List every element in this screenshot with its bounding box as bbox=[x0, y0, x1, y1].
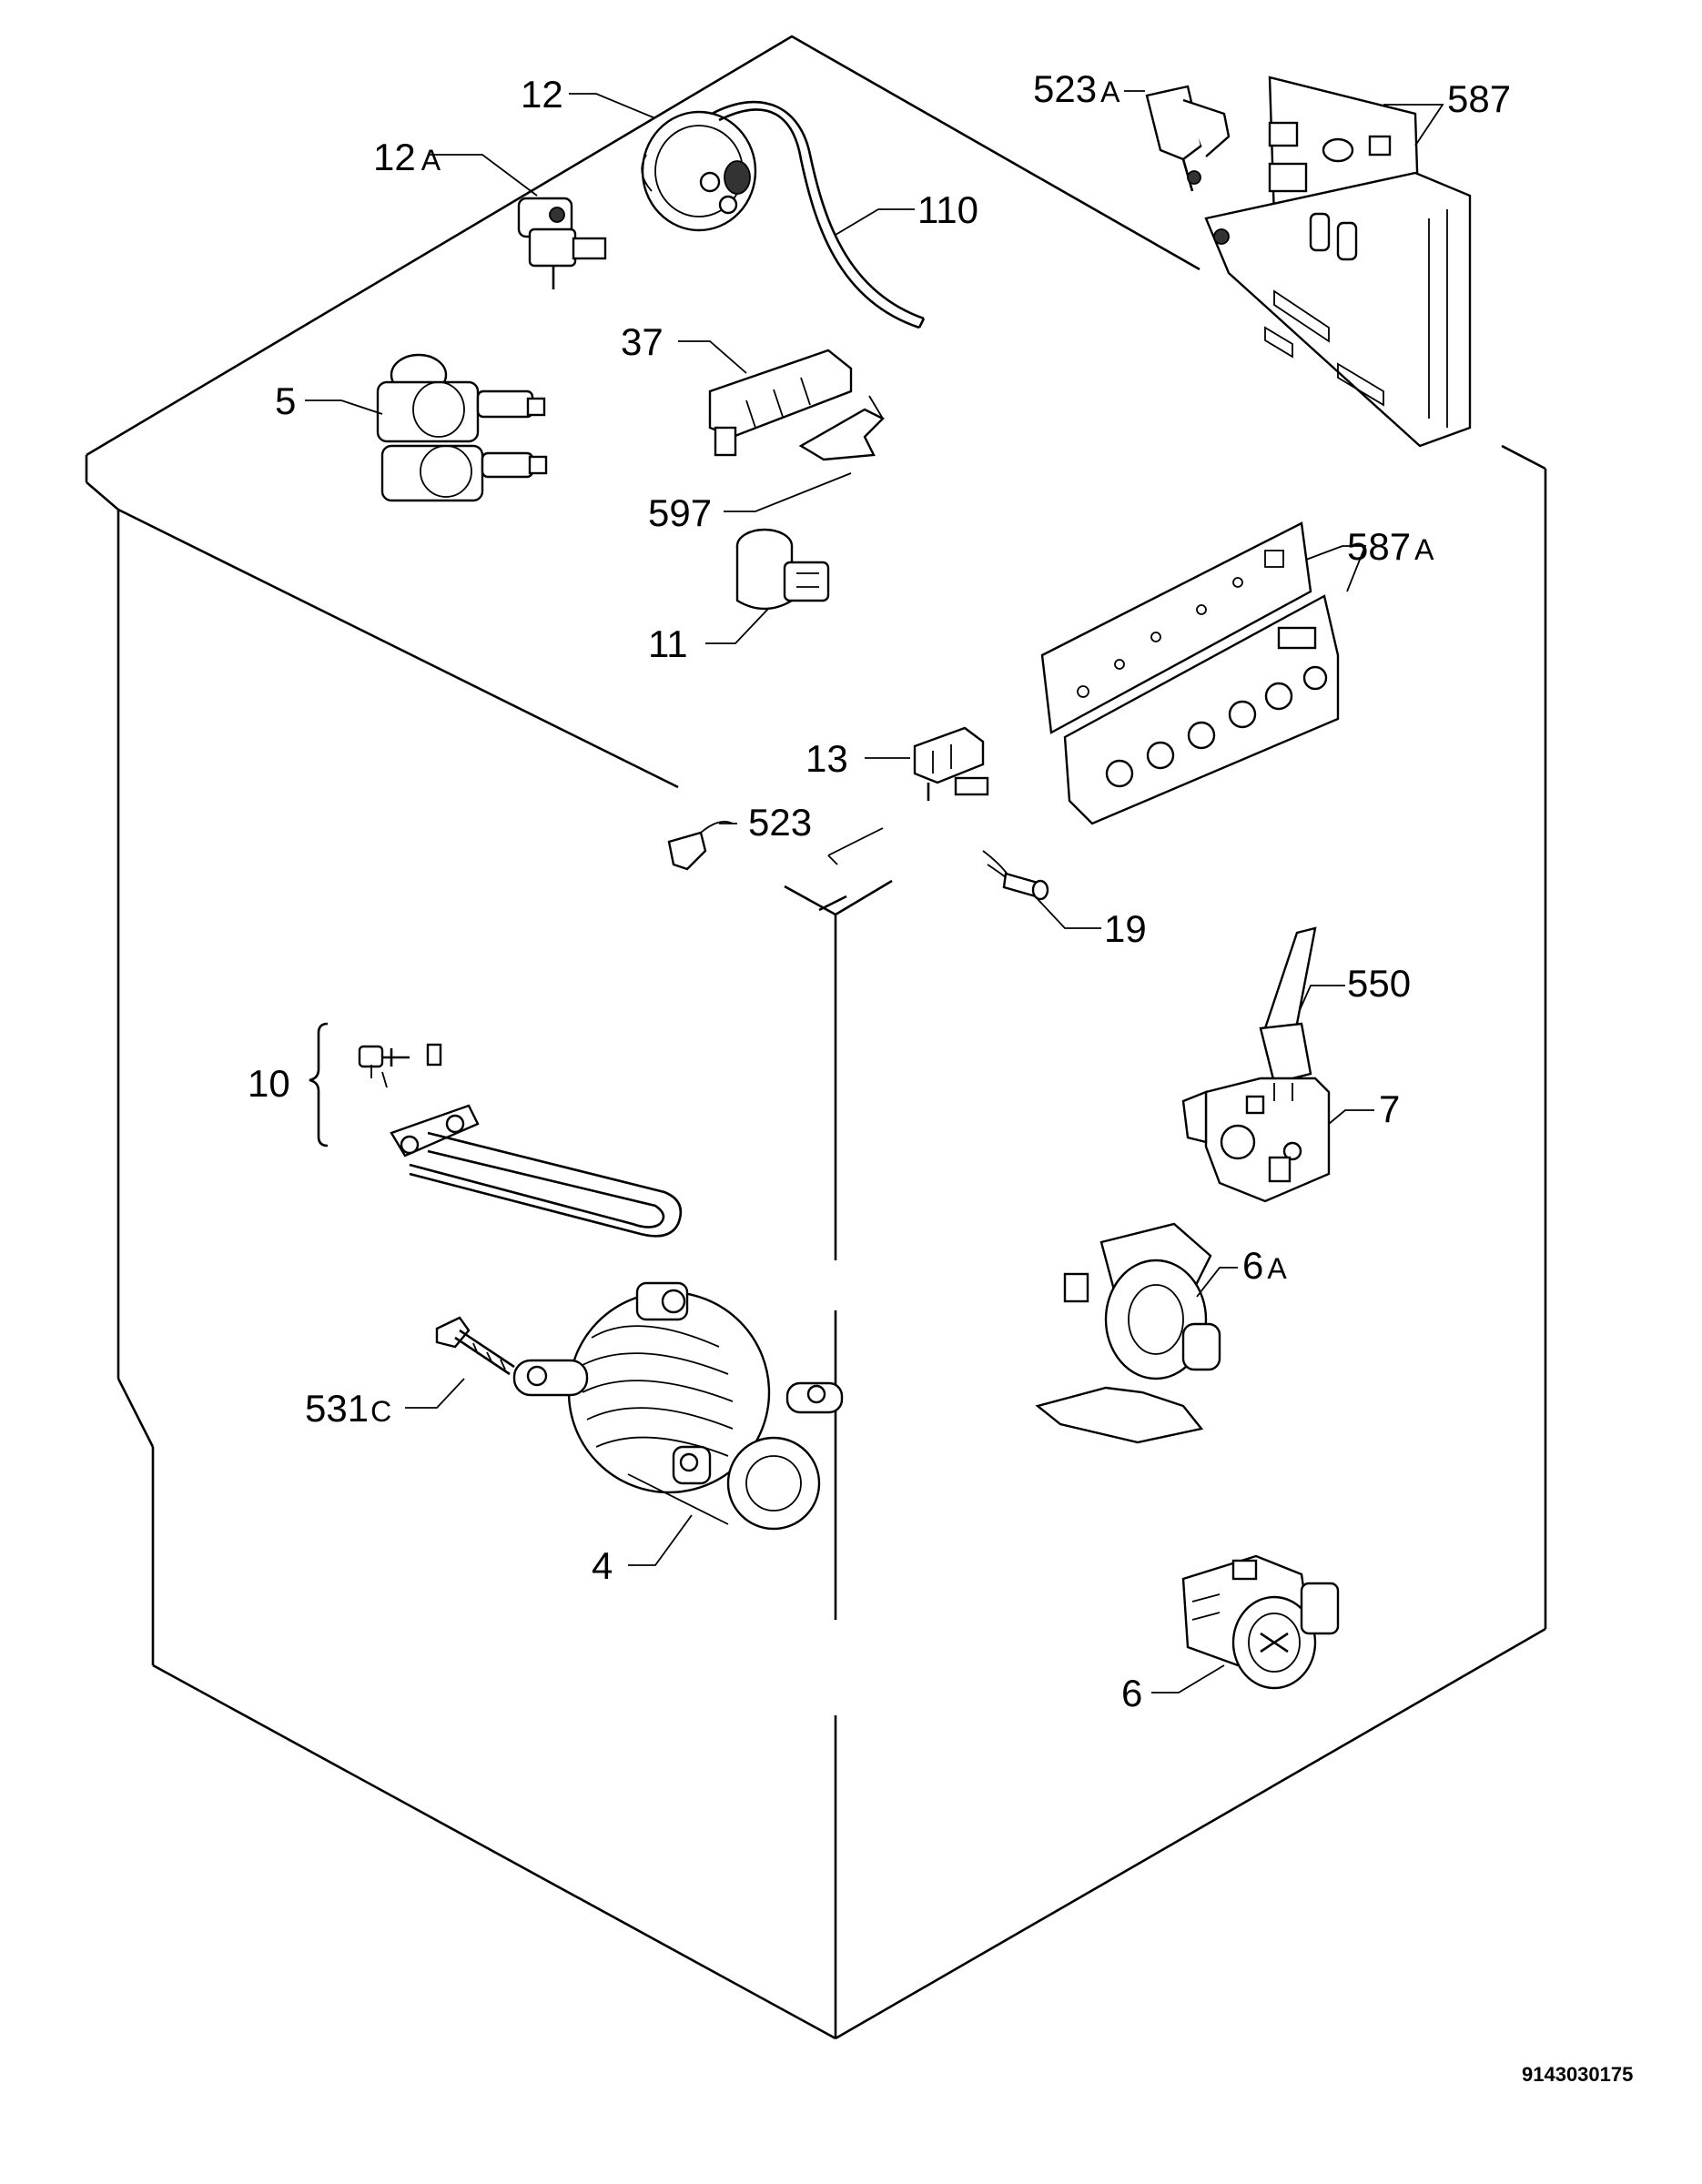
label-587: 587 bbox=[1447, 77, 1511, 120]
label-11: 11 bbox=[648, 622, 688, 665]
pump-motor-6 bbox=[1181, 1554, 1340, 1690]
connector-523a bbox=[1145, 85, 1231, 192]
label-597: 597 bbox=[648, 491, 712, 534]
motor-4 bbox=[512, 1281, 844, 1531]
terminal-block-37 bbox=[708, 349, 853, 457]
pressure-switch-12 bbox=[641, 110, 757, 232]
hose-110 bbox=[711, 100, 926, 329]
label-12: 12 bbox=[521, 73, 563, 116]
capacitor-11 bbox=[735, 528, 830, 611]
inlet-valve-5 bbox=[376, 353, 548, 502]
clip-597 bbox=[798, 395, 886, 461]
label-4: 4 bbox=[592, 1544, 613, 1587]
display-board-587a bbox=[1040, 521, 1340, 825]
connector-13 bbox=[913, 726, 989, 801]
label-13: 13 bbox=[805, 737, 848, 780]
label-531c: 531C bbox=[305, 1387, 391, 1430]
label-110: 110 bbox=[917, 188, 978, 231]
label-6: 6 bbox=[1121, 1672, 1142, 1714]
label-5: 5 bbox=[275, 379, 296, 422]
door-lock-7 bbox=[1181, 1077, 1331, 1203]
bolt-531c bbox=[435, 1316, 515, 1376]
connector-523 bbox=[667, 821, 734, 871]
leader-lines bbox=[305, 90, 1444, 1694]
label-10: 10 bbox=[248, 1062, 290, 1105]
cabinet-outline bbox=[85, 35, 1547, 2040]
heating-element-10 bbox=[309, 1022, 683, 1238]
drawing-code: 9143030175 bbox=[1522, 2063, 1633, 2086]
label-19: 19 bbox=[1104, 907, 1147, 950]
door-lock-550 bbox=[1259, 926, 1317, 1085]
main-board-587 bbox=[1204, 76, 1472, 448]
drain-pump-6a bbox=[1035, 1222, 1221, 1444]
sensor-19 bbox=[982, 850, 1049, 901]
label-550: 550 bbox=[1347, 962, 1411, 1005]
label-7: 7 bbox=[1379, 1087, 1400, 1130]
label-523: 523 bbox=[748, 801, 812, 844]
pressure-switch-12a bbox=[517, 197, 607, 289]
label-37: 37 bbox=[621, 320, 664, 363]
